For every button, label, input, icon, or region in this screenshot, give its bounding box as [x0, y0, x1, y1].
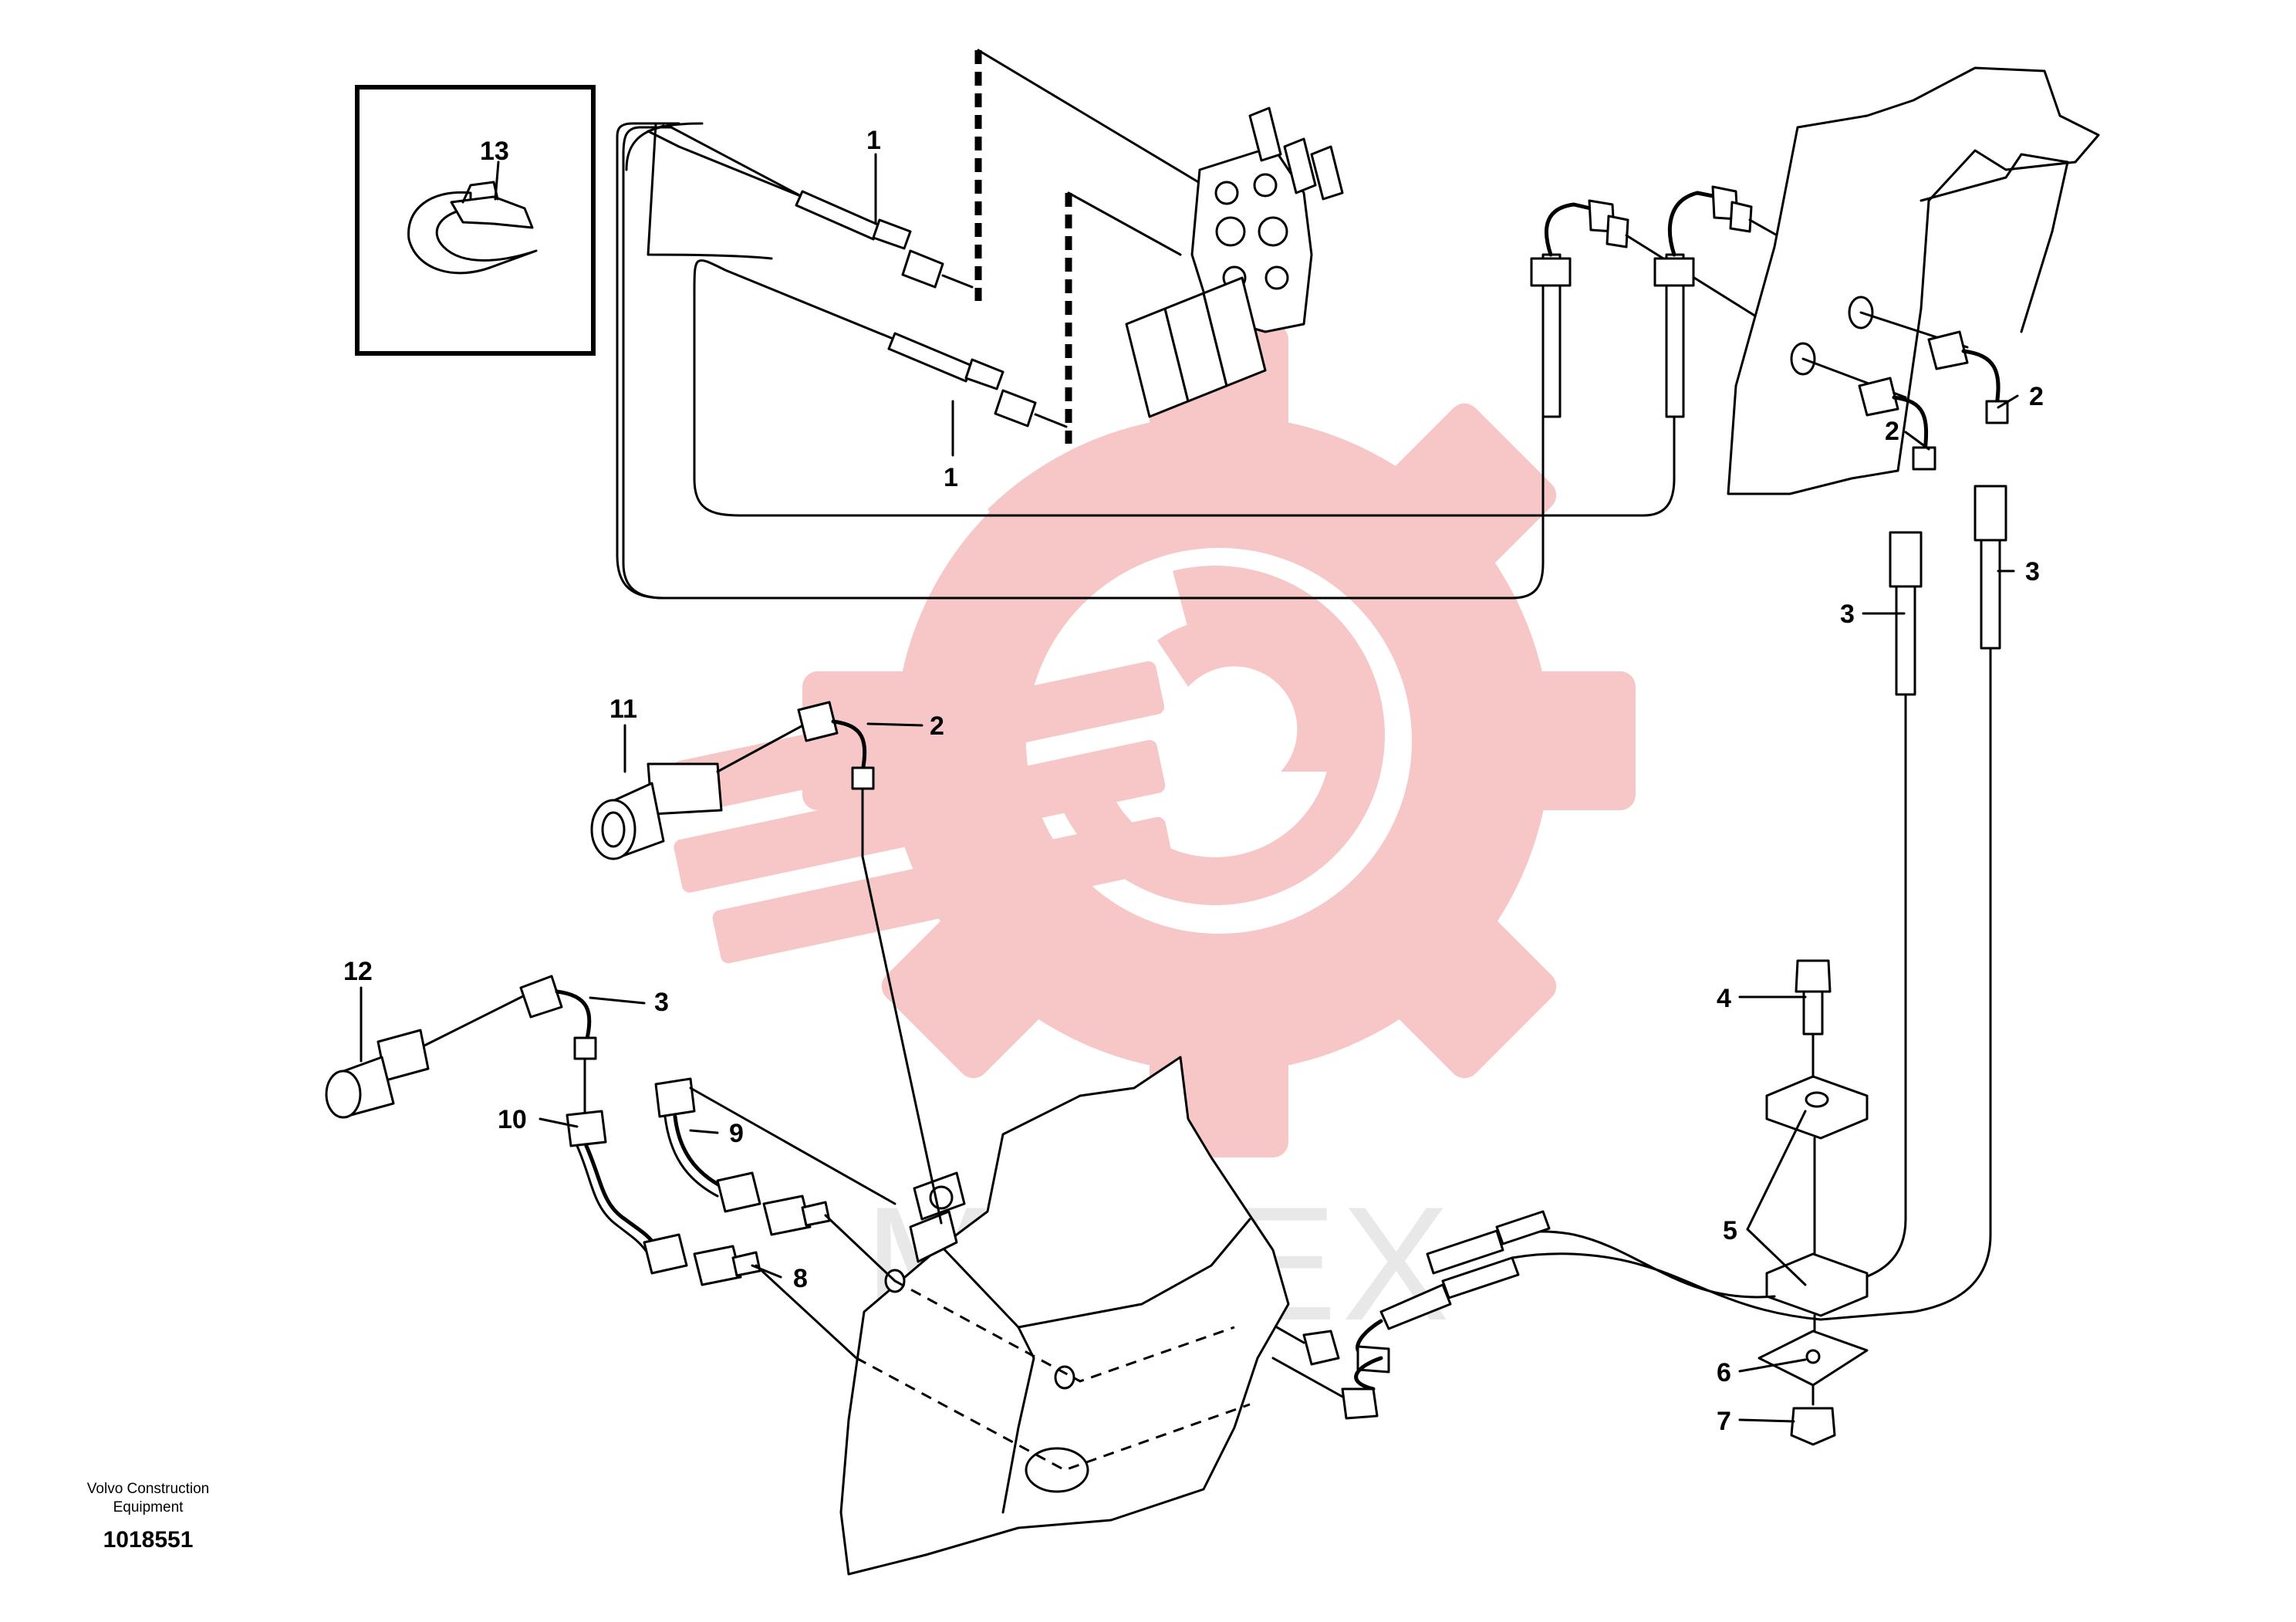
callout-6: 6: [1717, 1358, 1731, 1387]
sensor-part-12: [325, 994, 526, 1119]
pipe-part-10: [566, 1110, 688, 1275]
hose-part-3-right-b: [1773, 531, 1923, 1298]
callout-5: 5: [1723, 1216, 1737, 1245]
callout-3-left: 3: [654, 988, 669, 1017]
tank-housing: [839, 1056, 1290, 1576]
callout-9: 9: [729, 1119, 744, 1148]
nipple-part-8-lower: [693, 1245, 858, 1360]
nut-part-7: [1790, 1407, 1836, 1446]
elbow-part-3-left: [519, 975, 597, 1120]
callout-11: 11: [609, 694, 637, 724]
callout-10: 10: [498, 1105, 527, 1134]
coupler-part-11: [590, 720, 812, 860]
bolt-part-4: [1795, 959, 1832, 1097]
hose-part-3-right-a: [1819, 485, 2007, 1321]
nipple-part-8-upper: [762, 1195, 896, 1282]
footer-block: Volvo Construction Equipment 1018551: [87, 1481, 209, 1553]
callout-13: 13: [480, 137, 509, 166]
callout-8: 8: [793, 1264, 808, 1293]
control-valve-block: [1125, 106, 1344, 418]
clamp-block-part-5-upper: [1765, 1075, 1869, 1259]
hose-part-1-lower: [693, 259, 1676, 517]
elbow-fittings-top: [1530, 185, 1799, 418]
lower-hoses: [1248, 1210, 1822, 1420]
elbow-part-2-left: [797, 701, 943, 1225]
hose-part-1-upper: [616, 122, 1545, 600]
drawing-number: 1018551: [103, 1527, 194, 1553]
callout-1-upper: 1: [866, 126, 881, 155]
callout-12: 12: [343, 957, 373, 986]
callout-labels: 1 1 2 2 2 3 3 3 4 5 6 7 8 9 10 11 12 13: [343, 126, 2044, 1436]
callout-2-left: 2: [930, 711, 944, 741]
watermark-gear-icon: [673, 324, 1636, 1157]
elbow-part-2-right-b: [1858, 377, 1936, 471]
elbow-part-2-right-a: [1927, 330, 2009, 424]
pipe-part-9: [654, 1077, 896, 1213]
callout-1-lower: 1: [944, 463, 958, 492]
inset-box-part-13: [355, 85, 596, 356]
mounting-plate-top-right: [1727, 66, 2100, 495]
footer-maker-line2: Equipment: [113, 1499, 184, 1516]
callout-2-right-upper: 2: [2029, 382, 2044, 411]
callout-2-right-lower: 2: [1885, 417, 1899, 446]
callout-leaders: [360, 153, 2019, 1423]
plate-part-6: [1757, 1330, 1869, 1406]
callout-3-right-upper: 3: [2025, 557, 2040, 586]
footer-maker-line1: Volvo Construction: [87, 1481, 209, 1497]
clamp-block-part-5-lower: [1765, 1252, 1869, 1336]
callout-4: 4: [1717, 984, 1731, 1013]
callout-3-right-lower: 3: [1840, 600, 1855, 629]
callout-7: 7: [1717, 1407, 1731, 1436]
